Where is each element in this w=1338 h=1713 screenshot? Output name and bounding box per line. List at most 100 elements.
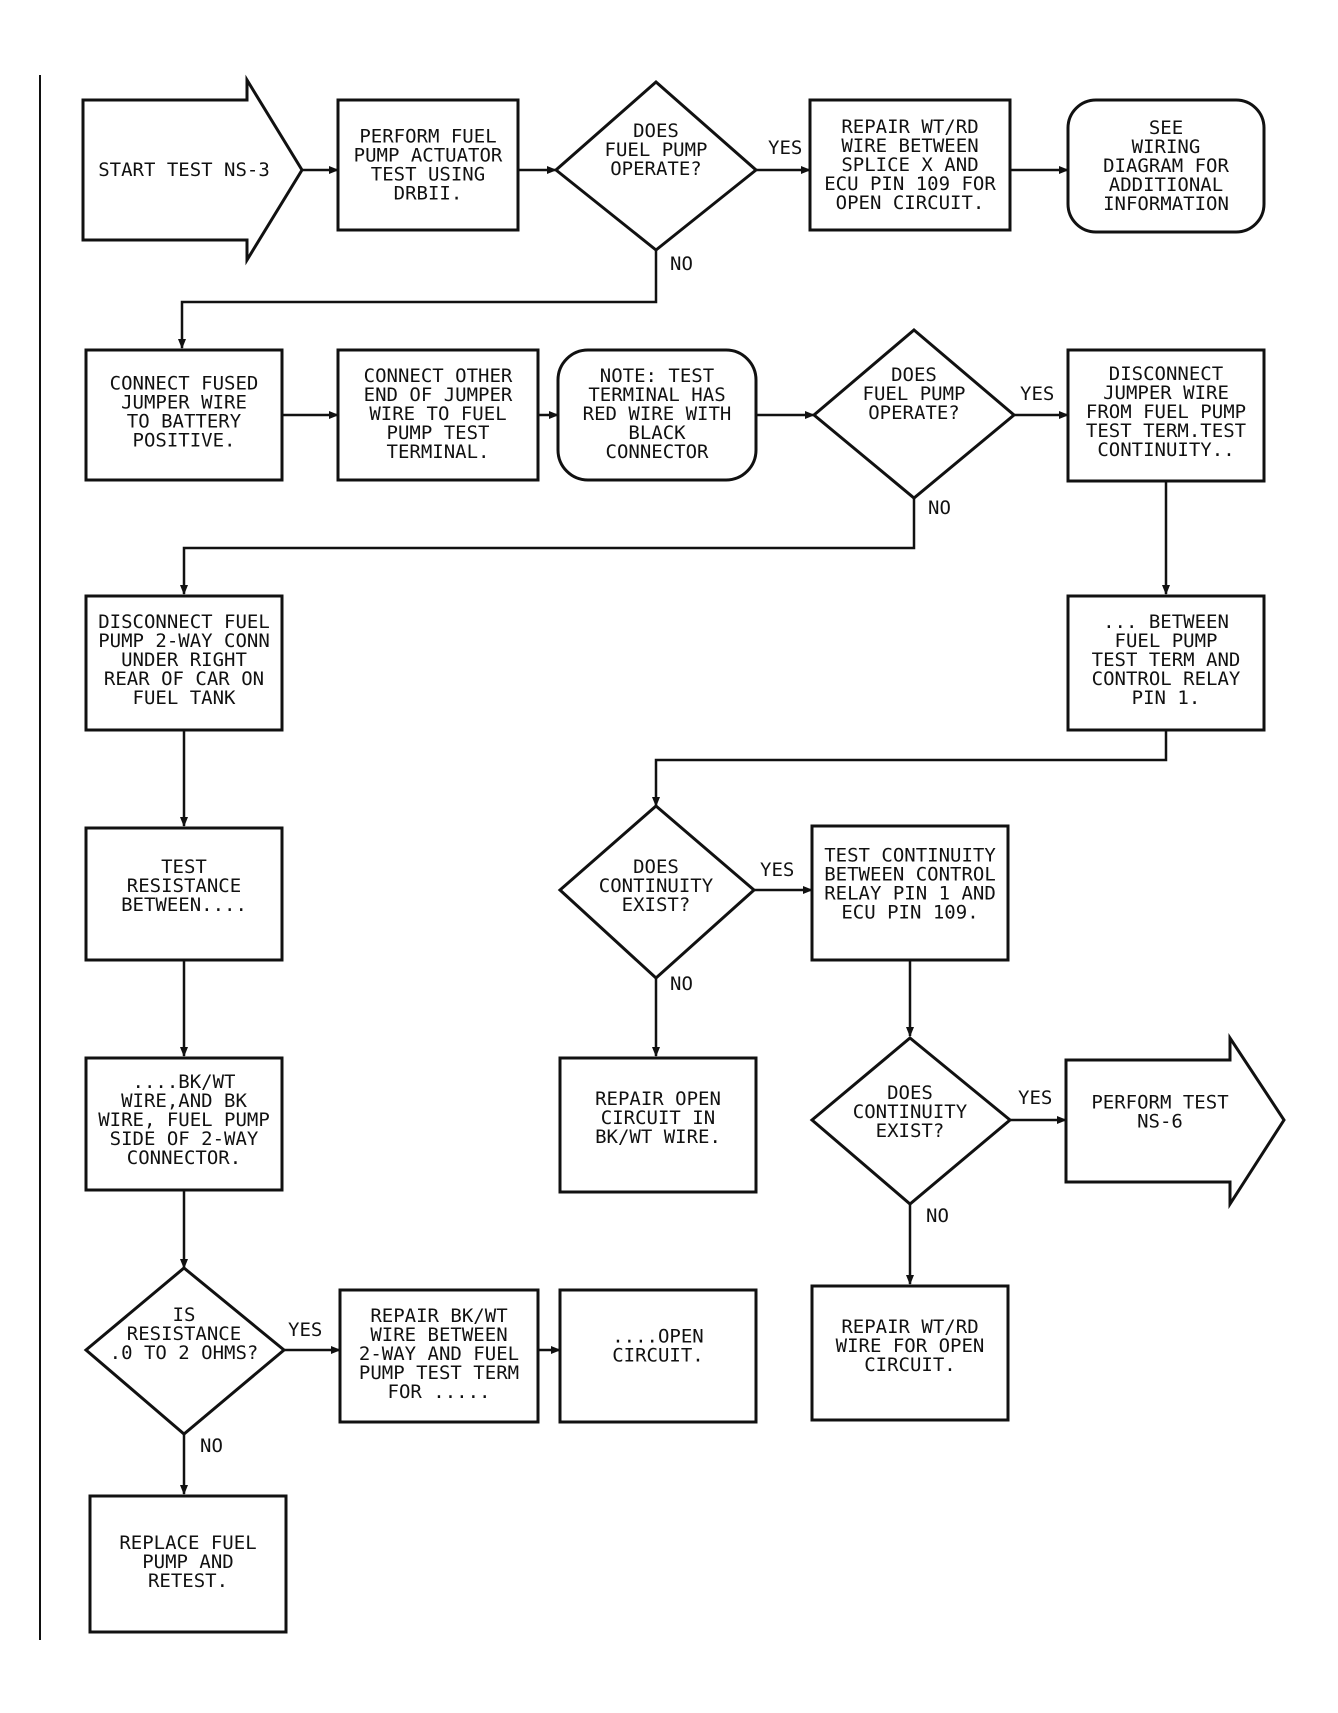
edge-label-no-3: NO (670, 973, 693, 995)
node-label-line: RED WIRE WITH (583, 403, 732, 425)
node-label-line: UNDER RIGHT (121, 649, 247, 671)
node-label-line: PUMP TEST TERM (359, 1362, 519, 1384)
node-label-line: OPERATE? (610, 158, 702, 180)
node-label-line: PIN 1. (1132, 687, 1201, 709)
node-repair-wtrd-splice-box (808, 98, 1012, 232)
node-repair-wtrd-open-box (810, 1284, 1010, 1422)
node-start-arrow (81, 74, 304, 266)
node-label-line: WIRE BETWEEN (370, 1324, 507, 1346)
node-label-line: CONNECT OTHER (364, 365, 513, 387)
node-label-line: CIRCUIT. (612, 1345, 704, 1367)
edge-label-yes-3: YES (760, 859, 794, 881)
node-label-line: CIRCUIT. (864, 1354, 956, 1376)
edge-labels: YES NO YES NO YES NO YES NO YES NO (200, 137, 1054, 1457)
edge-label-yes-4: YES (1018, 1087, 1052, 1109)
node-test-resistance-box (84, 826, 284, 962)
node-label-line: FUEL PUMP (863, 383, 966, 405)
node-label-line: DIAGRAM FOR (1103, 155, 1229, 177)
edge-label-no-5: NO (200, 1435, 223, 1457)
node-perform-actuator-box (336, 98, 520, 232)
node-label-line: NS-6 (1137, 1111, 1183, 1133)
node-see-wiring-box (1066, 98, 1266, 234)
node-label-line: FUEL PUMP (1115, 630, 1218, 652)
node-does-continuity-2-diamond (809, 1036, 1013, 1206)
node-test-continuity-ecu-box (810, 824, 1010, 962)
node-label-line: REPAIR BK/WT (370, 1305, 507, 1327)
node-label-line: ECU PIN 109. (841, 902, 978, 924)
node-repair-bkwt-between-box (338, 1288, 540, 1424)
node-label-line: RELAY PIN 1 AND (824, 883, 996, 905)
node-label-line: FOR ..... (388, 1381, 491, 1403)
node-label-line: BETWEEN CONTROL (824, 864, 996, 886)
node-label-line: PUMP ACTUATOR (354, 145, 503, 167)
node-label-line: CONNECTOR (606, 441, 710, 463)
node-label-line: ....OPEN (612, 1326, 704, 1348)
node-label-line: TERMINAL. (387, 441, 490, 463)
node-label-line: JUMPER WIRE (1103, 382, 1229, 404)
node-label-line: TO BATTERY (127, 411, 242, 433)
edge-does2-no (180, 498, 916, 595)
node-label-line: PUMP 2-WAY CONN (98, 630, 270, 652)
node-label-line: WIRE FOR OPEN (836, 1335, 985, 1357)
node-label-line: DISCONNECT (1109, 363, 1223, 385)
node-label-line: BK/WT WIRE. (595, 1126, 721, 1148)
node-label-line: TERMINAL HAS (588, 384, 725, 406)
node-connect-other-box (336, 348, 540, 482)
node-label-line: BLACK (628, 422, 686, 444)
node-label-line: ....BK/WT (133, 1071, 236, 1093)
node-between-relay-box (1066, 594, 1266, 732)
edge-between-to-doescont1 (652, 730, 1168, 807)
node-label-line: PERFORM FUEL (359, 126, 496, 148)
node-label-line: CONTINUITY.. (1097, 439, 1234, 461)
node-label-line: CONTINUITY (853, 1101, 968, 1123)
node-label-line: CONNECT FUSED (110, 373, 259, 395)
node-label-line: TEST USING (371, 164, 485, 186)
node-label-line: NOTE: TEST (600, 365, 714, 387)
node-label-line: DOES (633, 856, 679, 878)
node-label-line: WIRING (1132, 136, 1201, 158)
node-label-line: TEST TERM.TEST (1086, 420, 1246, 442)
node-label-line: RESISTANCE (127, 1323, 241, 1345)
node-label-line: TEST CONTINUITY (824, 845, 996, 867)
edge-does1-no (178, 250, 658, 349)
node-open-circuit-box (558, 1288, 758, 1424)
node-note-terminal-box (556, 348, 758, 482)
node-perform-ns6-arrow (1064, 1032, 1286, 1210)
node-replace-pump-box (88, 1494, 288, 1634)
node-label-line: DISCONNECT FUEL (98, 611, 270, 633)
node-label-line: .0 TO 2 OHMS? (110, 1342, 259, 1364)
node-is-resistance-diamond (83, 1266, 287, 1436)
node-label-line: DOES (887, 1082, 933, 1104)
node-label-line: POSITIVE. (133, 430, 236, 452)
node-disconnect-pump-conn-box (84, 594, 284, 732)
node-label-line: EXIST? (876, 1120, 945, 1142)
node-label-line: REPAIR WT/RD (841, 1316, 978, 1338)
node-label-line: OPERATE? (868, 402, 960, 424)
node-label-line: EXIST? (622, 894, 691, 916)
node-label-line: END OF JUMPER (364, 384, 513, 406)
node-label-line: IS (173, 1304, 196, 1326)
edges (178, 166, 1170, 1495)
node-label-line: CONNECTOR. (127, 1147, 241, 1169)
node-label-line: WIRE BETWEEN (841, 135, 978, 157)
node-label-line: 2-WAY AND FUEL (359, 1343, 519, 1365)
node-label-line: REAR OF CAR ON (104, 668, 264, 690)
